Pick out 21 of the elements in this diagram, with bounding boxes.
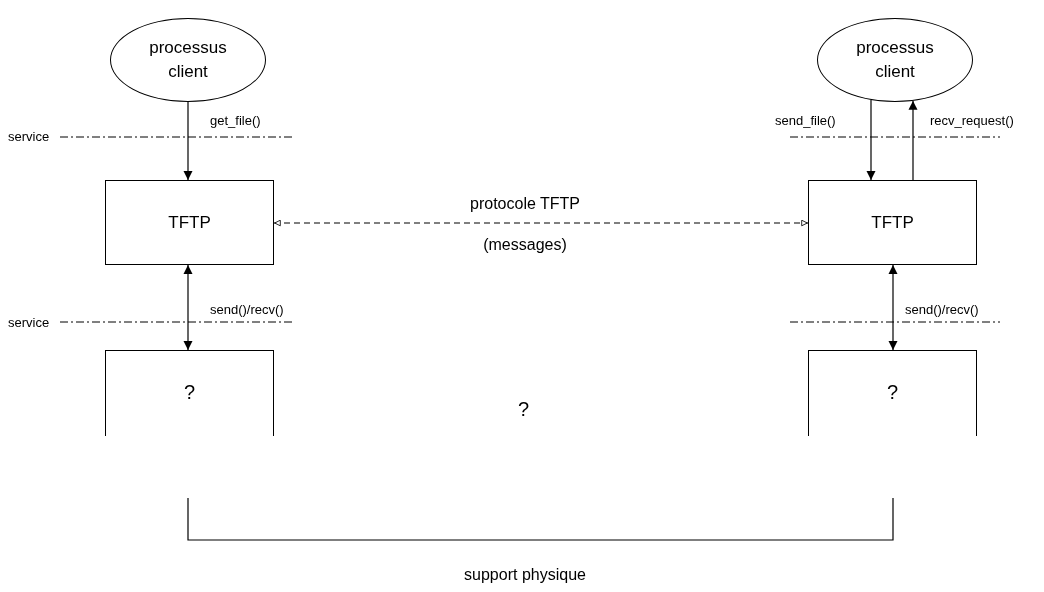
arrow	[908, 100, 918, 181]
layer-box: ?	[105, 350, 274, 436]
message-label: (messages)	[483, 236, 567, 254]
edge-label: send_file()	[775, 113, 836, 128]
protocol-box: TFTP	[808, 180, 977, 265]
arrow	[273, 219, 809, 227]
medium-label: support physique	[464, 566, 586, 584]
arrow	[888, 264, 898, 351]
edge-label: send()/recv()	[905, 302, 979, 317]
edge-label: protocole TFTP	[470, 195, 580, 213]
arrow	[183, 101, 193, 181]
layer-box: ?	[808, 350, 977, 436]
edge-label: get_file()	[210, 113, 261, 128]
edge-label: send()/recv()	[210, 302, 284, 317]
protocol-box: TFTP	[105, 180, 274, 265]
layer-label: service	[8, 315, 50, 330]
arrow	[183, 264, 193, 351]
edge-label: recv_request()	[930, 113, 1014, 128]
arrow	[866, 99, 876, 181]
layer-label: service	[8, 129, 50, 144]
unknown-mark: ?	[518, 398, 530, 421]
